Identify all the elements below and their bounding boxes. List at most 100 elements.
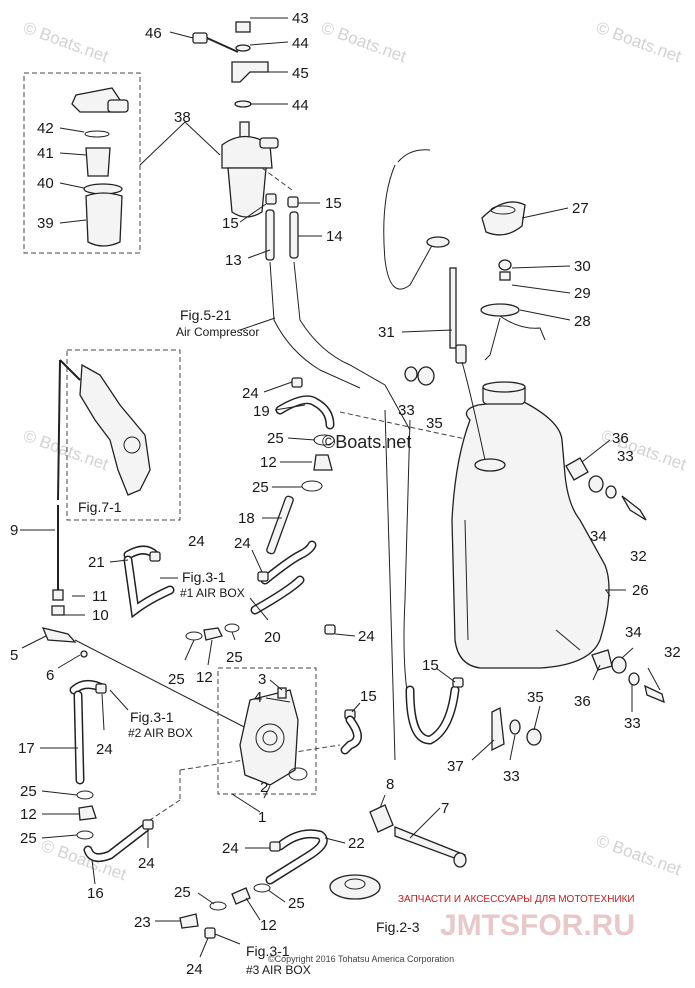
part-number-label: 33 (624, 715, 641, 732)
tank-mount-right (565, 457, 665, 704)
part-number-label: 12 (196, 669, 213, 686)
part-number-label: 32 (630, 548, 647, 565)
part-number-label: 29 (574, 285, 591, 302)
part-number-label: 25 (226, 649, 243, 666)
part-number-label: 36 (574, 693, 591, 710)
part-number-label: 42 (37, 120, 54, 137)
part-number-label: 25 (252, 479, 269, 496)
part-number-label: 5 (10, 647, 18, 664)
fuel-pump-box (217, 667, 317, 795)
part-number-label: 12 (260, 917, 277, 934)
part-8 (369, 804, 394, 833)
ref-fig-3-1-c: Fig.3-1 (246, 943, 290, 959)
part-number-label: 25 (267, 430, 284, 447)
part-number-label: 17 (18, 740, 35, 757)
ref-fig-7-1: Fig.7-1 (78, 499, 122, 515)
part-number-label: 9 (10, 522, 18, 539)
part-number-label: 25 (288, 895, 305, 912)
part-number-label: 6 (46, 667, 54, 684)
hose-17 (69, 680, 107, 840)
part-number-label: 2 (260, 779, 268, 796)
part-number-label: 28 (574, 313, 591, 330)
part-number-label: 4 (254, 689, 262, 706)
bracket-37 (491, 707, 542, 752)
part-number-label: 34 (625, 624, 642, 641)
hose-19 (266, 377, 335, 555)
part-number-label: 7 (441, 800, 449, 817)
ref-fig-3-1-b: Fig.3-1 (130, 709, 174, 725)
part-number-label: 14 (326, 228, 343, 245)
hose-16 (83, 819, 154, 863)
part-number-label: 38 (174, 109, 191, 126)
watermark: © Boats.net (319, 18, 409, 66)
part-number-label: 33 (617, 448, 634, 465)
ref-air-box-1: #1 AIR BOX (180, 586, 245, 600)
part-number-label: 44 (292, 97, 309, 114)
part-number-label: 10 (92, 607, 109, 624)
rod-9 (51, 505, 65, 616)
part-number-label: 40 (37, 175, 54, 192)
watermark: © Boats.net (21, 426, 111, 474)
part-number-label: 11 (92, 588, 108, 605)
part-number-label: 8 (386, 776, 394, 793)
part-number-label: 15 (422, 657, 439, 674)
part-number-label: 46 (145, 25, 162, 42)
fuel-tank-26 (451, 381, 610, 669)
part-number-label: 16 (87, 885, 104, 902)
center-watermark-logo: ©Boats.net (322, 432, 411, 452)
clip-group-left (185, 623, 240, 641)
tank-cap-27 (481, 201, 526, 236)
part-number-label: 36 (612, 430, 629, 447)
watermark: © Boats.net (39, 836, 129, 884)
part-number-label: 23 (134, 914, 151, 931)
part-number-label: 15 (222, 215, 239, 232)
part-number-label: 43 (292, 10, 309, 27)
part-number-label: 35 (527, 689, 544, 706)
part-number-label: 24 (222, 840, 239, 857)
part-number-label: 35 (426, 415, 443, 432)
part-number-label: 30 (574, 258, 591, 275)
hose-21 (123, 545, 175, 619)
grommet-upper (404, 366, 435, 386)
part-number-label: 25 (174, 884, 191, 901)
footer-brand: JMTSFOR.RU (440, 909, 635, 942)
part-number-label: 25 (20, 783, 37, 800)
part-number-label: 3 (258, 671, 266, 688)
clip-group-bottom (179, 883, 271, 939)
part-number-label: 39 (37, 215, 54, 232)
part-number-label: 24 (188, 533, 205, 550)
footer-copyright: ©Copyright 2016 Tohatsu America Corporat… (268, 954, 454, 964)
part-number-label: 24 (186, 961, 203, 978)
part-number-label: 21 (88, 554, 105, 571)
watermark: © Boats.net (594, 18, 684, 66)
part-number-label: 34 (590, 528, 607, 545)
gauge-28-30 (480, 259, 546, 361)
bracket-assembly (192, 21, 269, 108)
fuel-filter-38 (221, 121, 293, 218)
ref-fig-3-1-a: Fig.3-1 (182, 569, 226, 585)
throttle-linkage (57, 359, 151, 501)
part-number-label: 24 (138, 855, 155, 872)
footer-advert: ЗАПЧАСТИ И АКСЕССУАРЫ ДЛЯ МОТОТЕХНИКИ (398, 894, 635, 905)
part-number-label: 31 (378, 324, 395, 341)
part-number-label: 15 (325, 195, 342, 212)
part-number-label: 24 (242, 385, 259, 402)
part-number-label: 13 (225, 252, 242, 269)
filter-exploded-box (23, 72, 141, 254)
hose-right-lower (340, 677, 464, 755)
part-number-label: 22 (348, 835, 365, 852)
hose-20 (250, 540, 336, 635)
hoses-13-14 (265, 193, 299, 261)
part-number-label: 12 (260, 454, 277, 471)
part-number-label: 1 (258, 809, 266, 826)
hose-22 (265, 829, 328, 885)
leader-lines (20, 17, 661, 958)
fuel-pump (239, 687, 308, 786)
ref-air-compressor: Air Compressor (176, 325, 259, 339)
part-number-label: 12 (20, 806, 37, 823)
shaft-7 (394, 826, 467, 868)
part-number-label: 26 (632, 582, 649, 599)
part-number-label: 25 (168, 671, 185, 688)
pickup-tube-31 (383, 149, 486, 461)
